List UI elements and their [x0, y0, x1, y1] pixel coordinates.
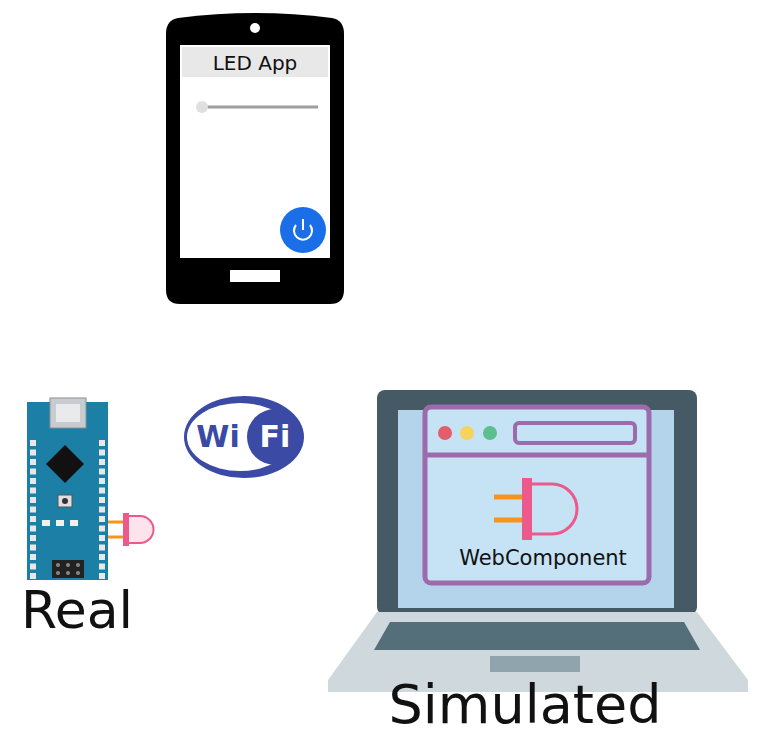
phone: [166, 13, 344, 304]
node-text: WebComponent: [459, 548, 627, 569]
led-simulated: [494, 478, 577, 540]
simulated-caption: Simulated: [389, 678, 662, 732]
browser-window: WebComponent: [425, 407, 649, 583]
node-text: Fi: [260, 422, 291, 452]
laptop: [328, 390, 748, 692]
browser-window: [425, 407, 649, 583]
app-header: LED App: [182, 47, 328, 77]
node-text: Wi: [196, 422, 239, 452]
arduino-board: [27, 398, 108, 580]
led-real: [108, 513, 154, 546]
node-text: LED App: [213, 53, 298, 73]
wifi-logo: [184, 396, 304, 478]
wifi-badge: Wi Fi: [184, 396, 304, 478]
real-caption: Real: [21, 584, 133, 636]
